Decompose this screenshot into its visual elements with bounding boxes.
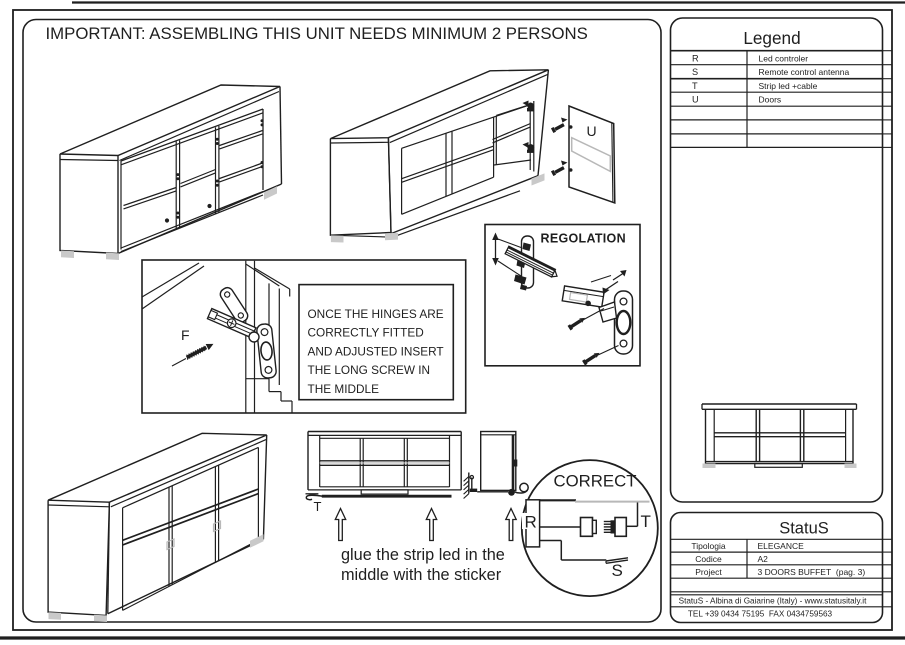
svg-text:A2: A2: [758, 554, 769, 564]
svg-text:CORRECTLY FITTED: CORRECTLY FITTED: [308, 326, 424, 340]
svg-text:Strip led +cable: Strip led +cable: [759, 81, 818, 91]
svg-text:S: S: [612, 561, 623, 580]
svg-text:U: U: [692, 95, 699, 105]
svg-text:IMPORTANT: ASSEMBLING THIS UNI: IMPORTANT: ASSEMBLING THIS UNIT NEEDS MI…: [46, 24, 588, 43]
svg-text:Legend: Legend: [743, 28, 800, 48]
svg-text:Led controler: Led controler: [759, 53, 809, 63]
svg-text:Remote control antenna: Remote control antenna: [759, 67, 850, 77]
svg-text:THE MIDDLE: THE MIDDLE: [308, 382, 380, 396]
svg-text:CORRECT: CORRECT: [554, 471, 637, 490]
svg-text:ONCE THE HINGES ARE: ONCE THE HINGES ARE: [308, 307, 444, 321]
svg-text:AND ADJUSTED INSERT: AND ADJUSTED INSERT: [308, 344, 444, 358]
svg-text:R: R: [692, 53, 699, 63]
svg-text:ELEGANCE: ELEGANCE: [758, 541, 805, 551]
svg-text:Tipologia: Tipologia: [691, 541, 725, 551]
svg-text:REGOLATION: REGOLATION: [541, 232, 626, 246]
svg-text:F: F: [181, 327, 190, 343]
svg-text:glue the strip led in the: glue the strip led in the: [341, 546, 505, 564]
svg-text:T: T: [641, 512, 651, 531]
svg-text:T: T: [692, 81, 698, 91]
svg-text:Doors: Doors: [759, 95, 782, 105]
svg-text:3 DOORS BUFFET (pag. 3): 3 DOORS BUFFET (pag. 3): [758, 567, 866, 577]
svg-text:middle with the sticker: middle with the sticker: [341, 566, 502, 584]
svg-text:THE LONG SCREW IN: THE LONG SCREW IN: [308, 363, 431, 377]
svg-text:StatuS - Albina di Gaiarine (I: StatuS - Albina di Gaiarine (Italy) - ww…: [679, 597, 867, 606]
svg-text:T: T: [314, 499, 322, 514]
svg-text:TEL +39 0434 75195 FAX 043475: TEL +39 0434 75195 FAX 0434759563: [688, 609, 833, 618]
svg-text:U: U: [587, 123, 597, 139]
svg-text:Codice: Codice: [695, 554, 722, 564]
svg-text:Project: Project: [695, 567, 722, 577]
svg-text:S: S: [692, 67, 698, 77]
svg-text:R: R: [525, 513, 537, 532]
svg-text:StatuS: StatuS: [779, 520, 829, 538]
